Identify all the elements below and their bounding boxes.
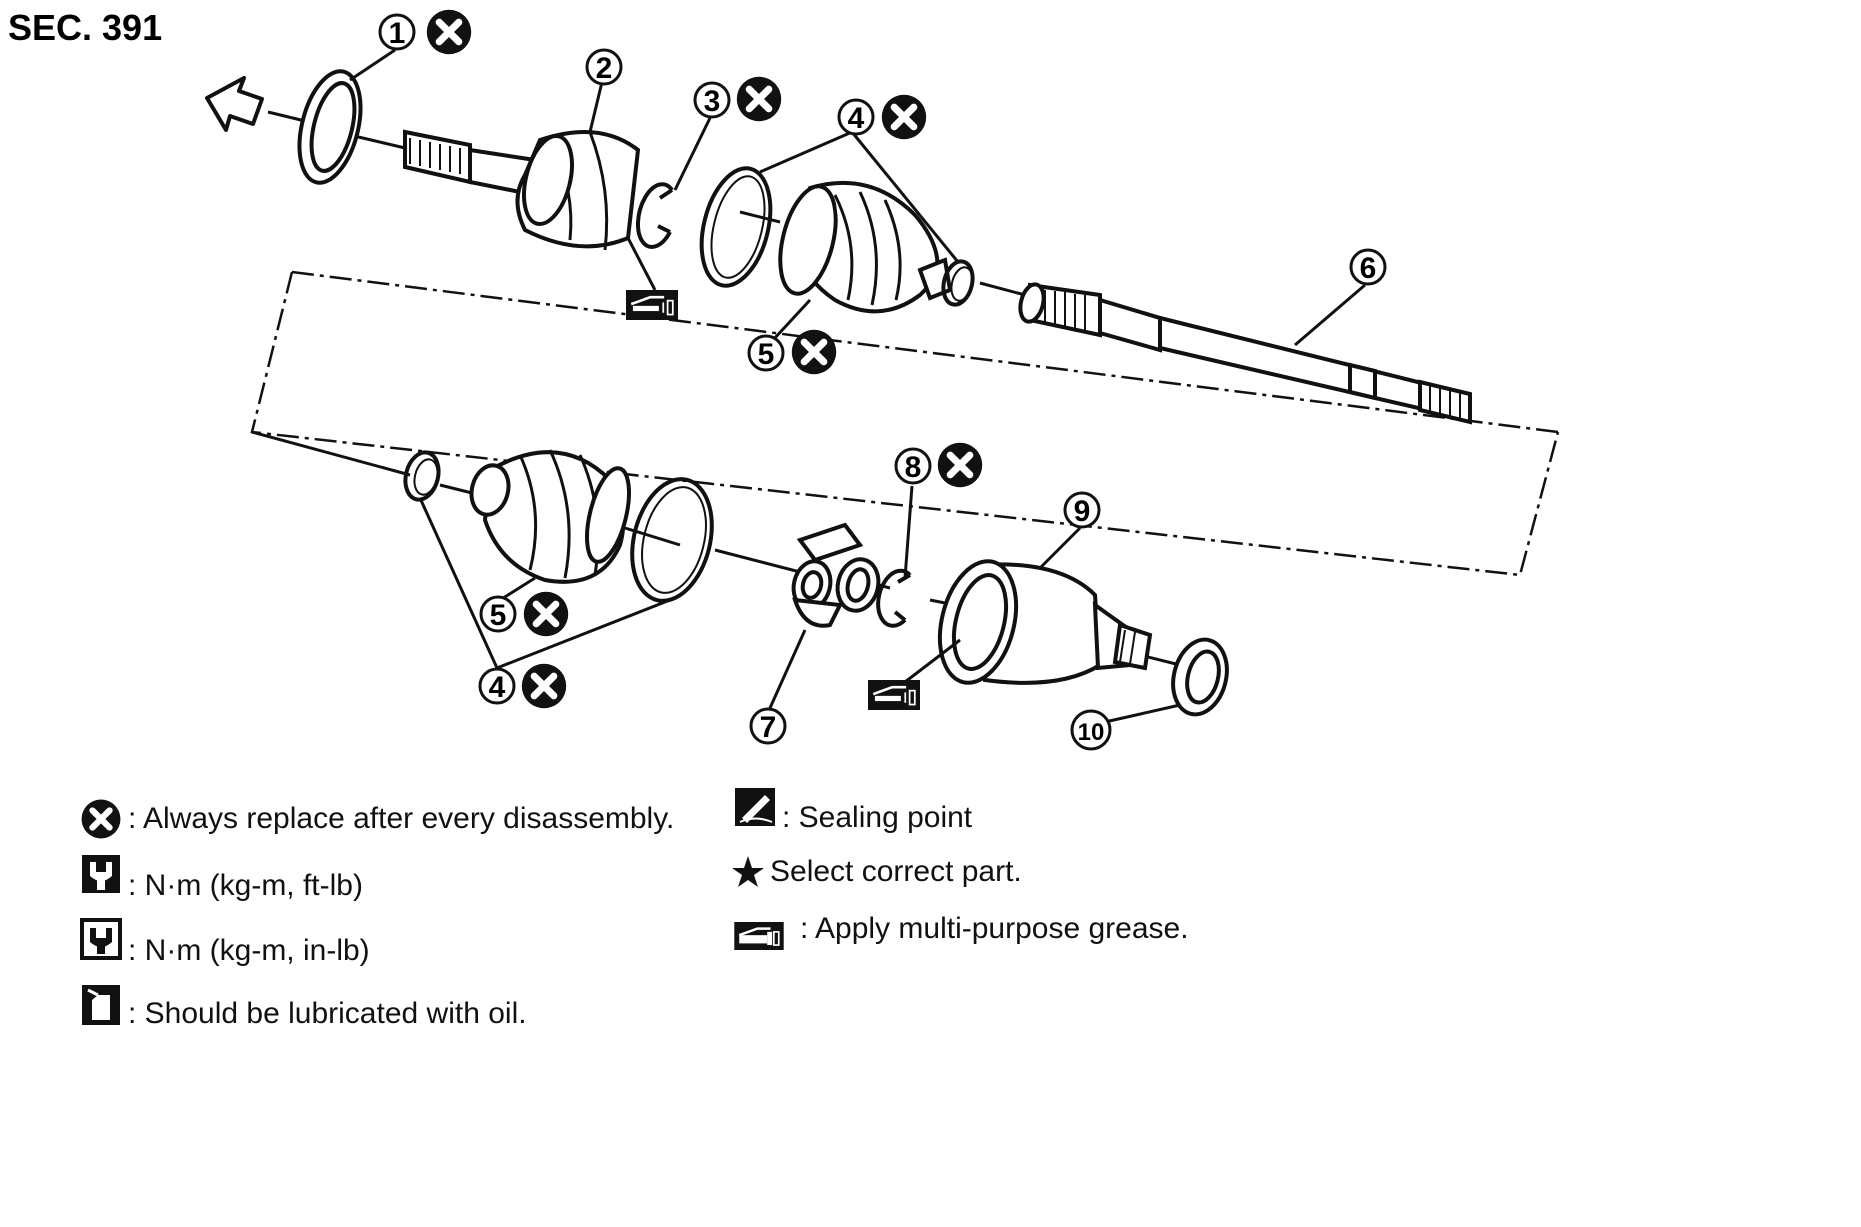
replace-icon xyxy=(882,95,926,139)
legend-select-part: Select correct part. xyxy=(770,855,1022,888)
callout-8: 8 xyxy=(894,443,982,487)
spider-assembly-7 xyxy=(791,522,881,628)
svg-text:6: 6 xyxy=(1360,252,1377,285)
lower-assembly xyxy=(251,430,1229,717)
callout-5-upper: 5 xyxy=(747,330,836,374)
replace-icon xyxy=(792,330,836,374)
section-label: SEC. 391 xyxy=(8,7,162,48)
svg-text:8: 8 xyxy=(905,451,922,484)
snap-ring-8 xyxy=(876,568,912,628)
callout-4-upper: 4 xyxy=(837,95,926,139)
callout-5-lower: 5 xyxy=(479,592,568,636)
callout-6: 6 xyxy=(1349,248,1387,286)
replace-icon xyxy=(427,10,471,54)
svg-text:7: 7 xyxy=(760,711,777,744)
callout-9: 9 xyxy=(1063,491,1101,529)
grease-gun-icon xyxy=(733,922,785,950)
replace-icon xyxy=(938,443,982,487)
callout-10: 10 xyxy=(1070,709,1112,751)
legend-torque-ftlb: : N·m (kg-m, ft-lb) xyxy=(128,869,363,902)
callout-7: 7 xyxy=(749,707,787,745)
svg-text:4: 4 xyxy=(489,671,506,704)
boot-5-lower xyxy=(469,449,631,584)
boot-band-4-small-upper xyxy=(941,259,975,307)
wrench-filled-icon xyxy=(80,918,122,960)
replace-icon xyxy=(524,592,568,636)
outer-joint-2 xyxy=(403,129,641,251)
boot-5-upper xyxy=(778,180,953,314)
oil-can-icon xyxy=(82,985,120,1025)
grease-icon-lower xyxy=(868,680,920,710)
boot-band-4-small-lower xyxy=(403,450,441,502)
svg-text:5: 5 xyxy=(758,338,775,371)
boot-band-4-upper xyxy=(699,166,773,288)
svg-text:3: 3 xyxy=(704,85,721,118)
legend-sealing: : Sealing point xyxy=(782,801,973,834)
sealing-pen-icon xyxy=(735,788,775,826)
legend-grease: : Apply multi-purpose grease. xyxy=(800,912,1189,945)
slide-joint-housing-9 xyxy=(937,559,1153,685)
assembly-boundary xyxy=(250,271,1560,577)
star-icon xyxy=(732,856,764,887)
leader-lines xyxy=(349,48,1366,724)
svg-text:9: 9 xyxy=(1074,495,1091,528)
callout-1: 1 xyxy=(378,10,471,54)
svg-text:4: 4 xyxy=(848,102,865,135)
legend-replace: : Always replace after every disassembly… xyxy=(128,802,674,835)
svg-text:2: 2 xyxy=(596,52,613,85)
legend-oil: : Should be lubricated with oil. xyxy=(128,997,527,1030)
upper-assembly xyxy=(267,69,1472,425)
callout-4-lower: 4 xyxy=(478,664,566,708)
dust-shield-1 xyxy=(297,69,363,185)
svg-text:10: 10 xyxy=(1078,719,1105,746)
legend: : Always replace after every disassembly… xyxy=(80,788,1189,1030)
svg-text:5: 5 xyxy=(490,599,507,632)
dust-shield-10 xyxy=(1171,637,1229,717)
callout-3: 3 xyxy=(693,77,781,121)
x-circle-icon xyxy=(82,800,121,839)
replace-icon xyxy=(737,77,781,121)
legend-torque-inlb: : N·m (kg-m, in-lb) xyxy=(128,934,370,967)
wrench-icon xyxy=(82,855,120,893)
snap-ring-3 xyxy=(635,182,674,249)
callout-2: 2 xyxy=(585,48,623,86)
direction-arrow-icon xyxy=(205,76,264,132)
callouts: 1 2 3 4 5 6 8 xyxy=(378,10,1387,751)
boot-band-4-large-lower xyxy=(630,477,714,603)
drive-shaft-6 xyxy=(1018,282,1472,425)
replace-icon xyxy=(522,664,566,708)
svg-text:1: 1 xyxy=(389,17,406,50)
